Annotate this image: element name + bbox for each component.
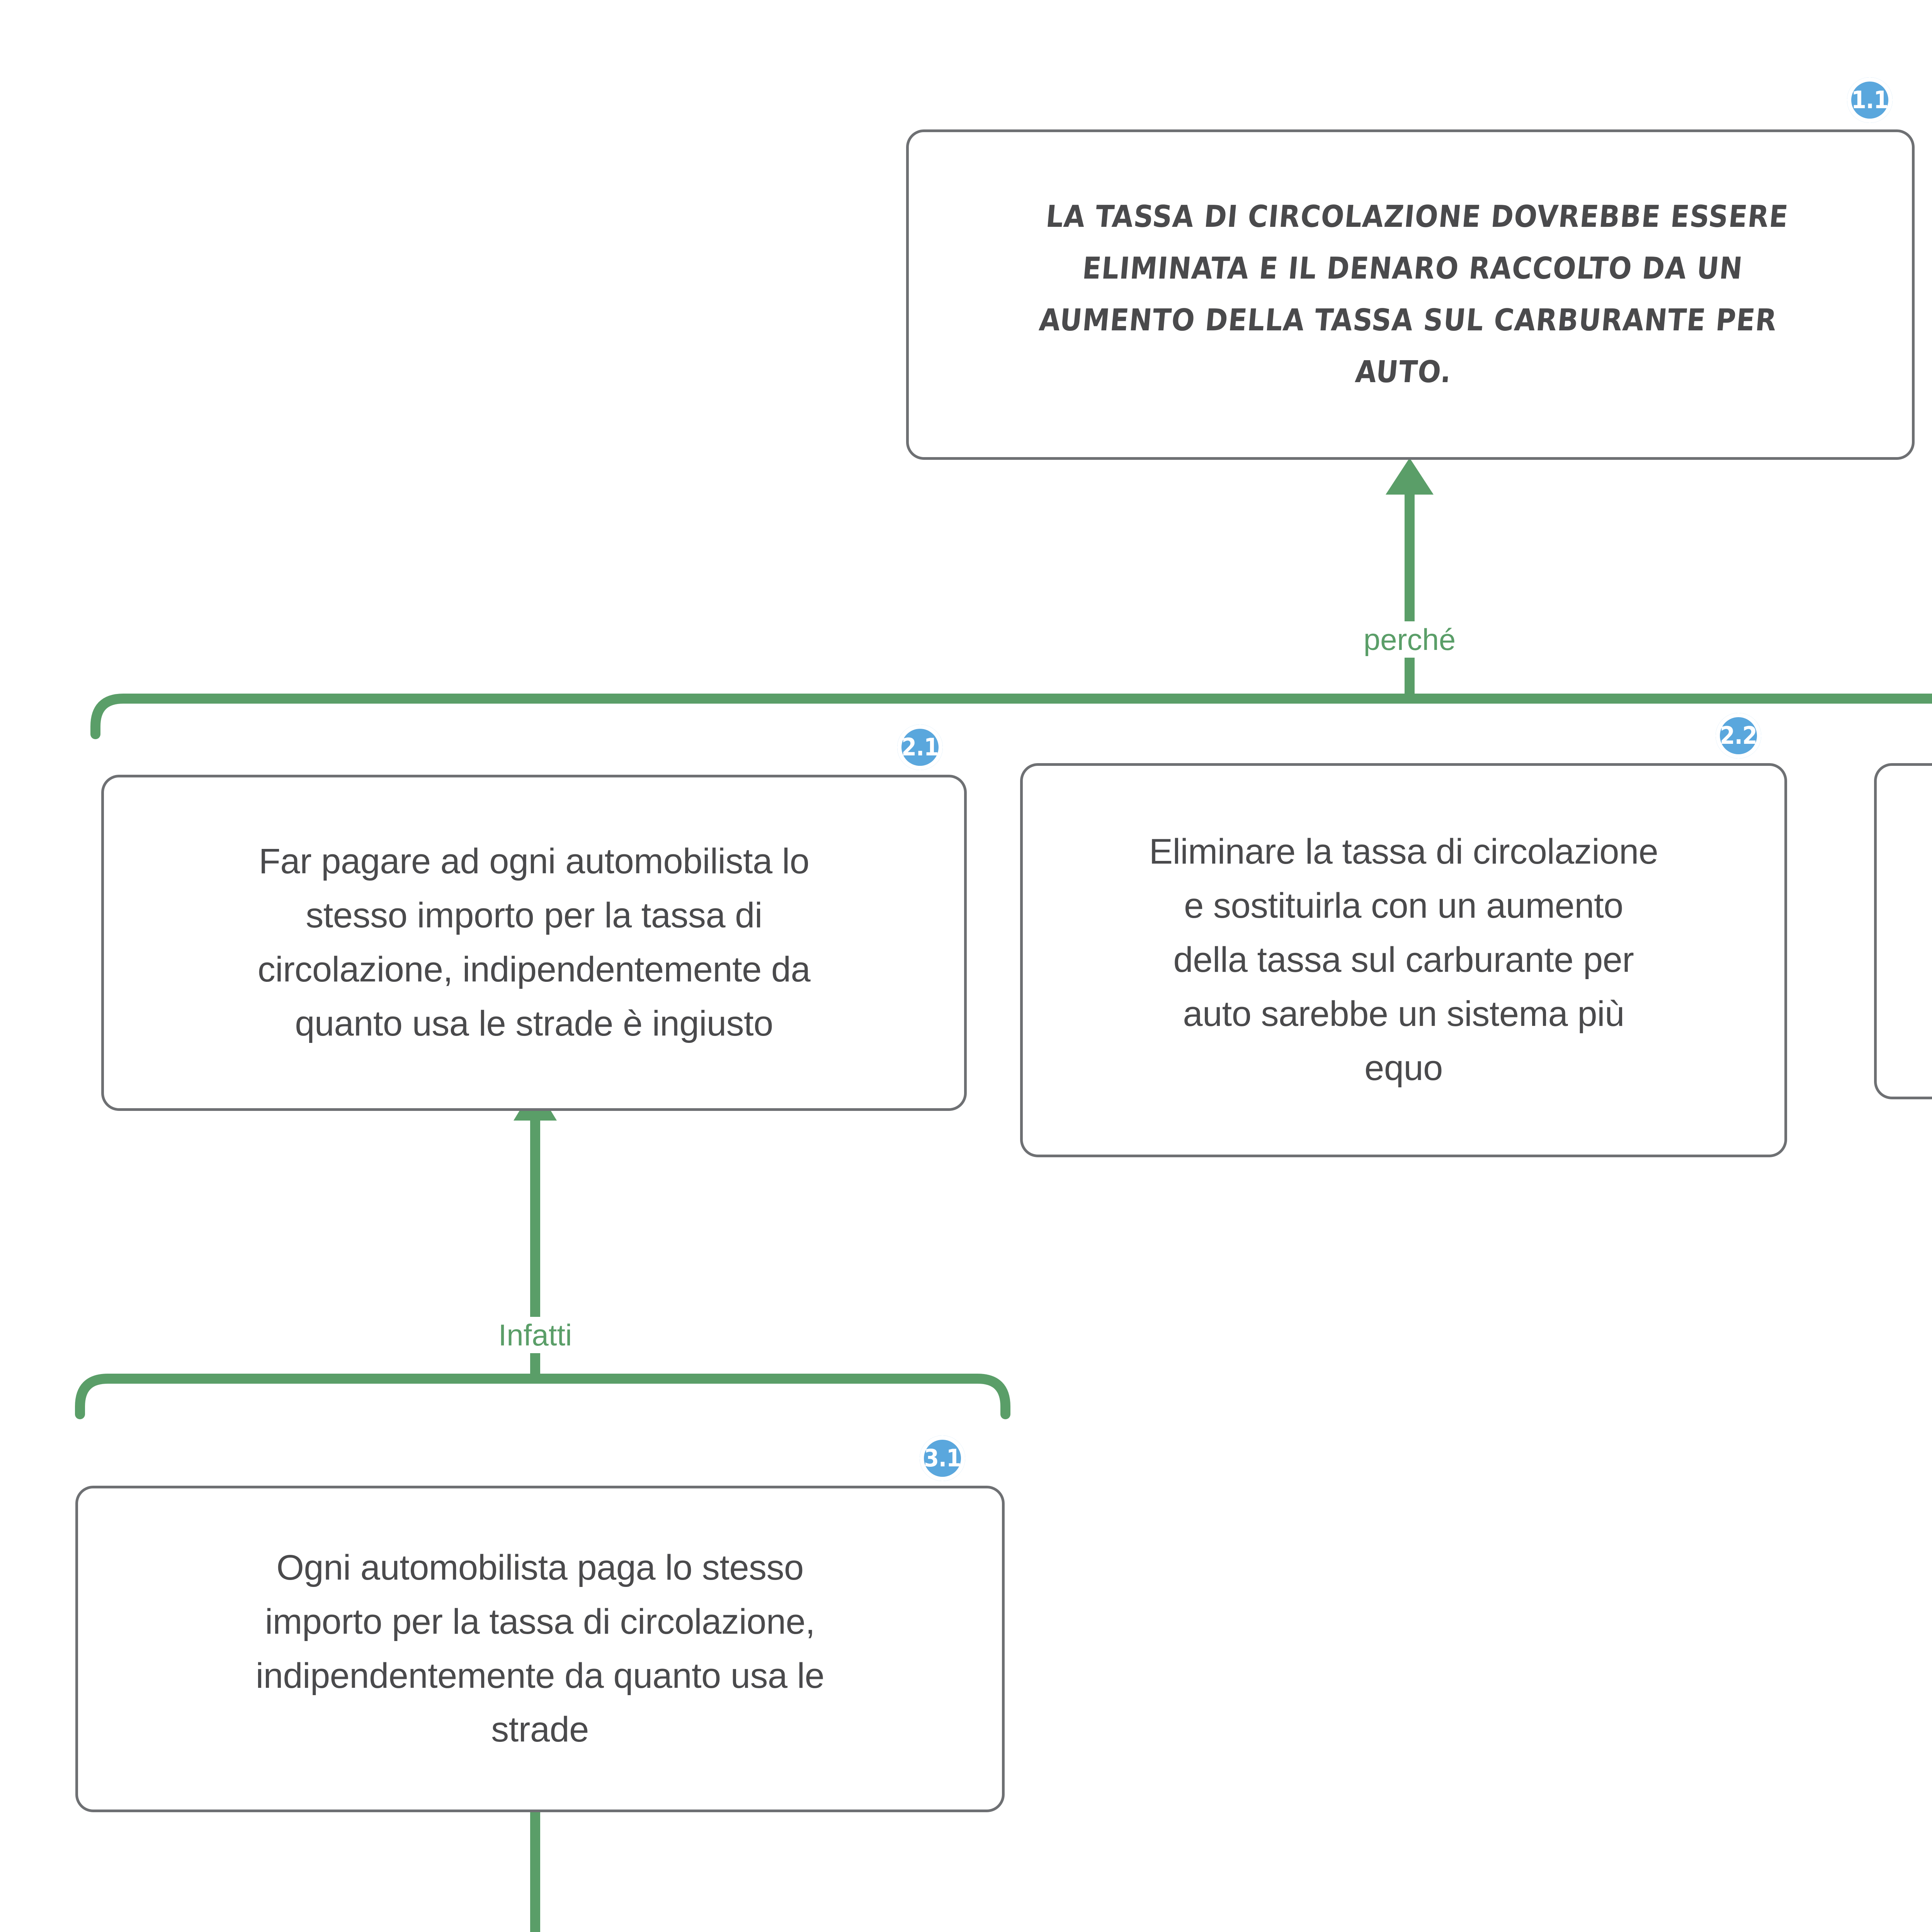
- node-badge-1-1: 1.1: [1847, 77, 1893, 123]
- node-badge-2-1: 2.1: [897, 724, 943, 770]
- node-badge-2-2: 2.2: [1716, 713, 1761, 759]
- connector-label-infatti: Infatti: [490, 1317, 581, 1353]
- node-1-1-text: La tassa di circolazione dovrebbe essere…: [1037, 199, 1790, 390]
- connector-infatti: [75, 1085, 1010, 1419]
- node-2-3-text: Eliminare la tassa di circolazione e sos…: [1877, 823, 1932, 1039]
- connector-per-esempio: [530, 1812, 540, 1932]
- connector-label-perche: perché: [1355, 621, 1464, 658]
- node-3-1[interactable]: Ogni automobilista paga lo stesso import…: [75, 1486, 1005, 1812]
- node-2-1[interactable]: Far pagare ad ogni automobilista lo stes…: [101, 775, 967, 1111]
- node-2-1-text: Far pagare ad ogni automobilista lo stes…: [257, 842, 811, 1043]
- node-1-1[interactable]: La tassa di circolazione dovrebbe essere…: [906, 129, 1915, 460]
- bracket-level3: [75, 1374, 1010, 1419]
- node-2-3[interactable]: Eliminare la tassa di circolazione e sos…: [1874, 763, 1932, 1099]
- connector-perche: [90, 458, 1932, 739]
- node-3-1-text: Ogni automobilista paga lo stesso import…: [255, 1548, 825, 1750]
- bracket-level2: [90, 694, 1932, 739]
- arrow-wing-to-1-1: [1386, 458, 1434, 495]
- node-badge-3-1: 3.1: [920, 1435, 965, 1481]
- node-2-2[interactable]: Eliminare la tassa di circolazione e sos…: [1020, 763, 1787, 1157]
- node-2-2-text: Eliminare la tassa di circolazione e sos…: [1149, 832, 1658, 1088]
